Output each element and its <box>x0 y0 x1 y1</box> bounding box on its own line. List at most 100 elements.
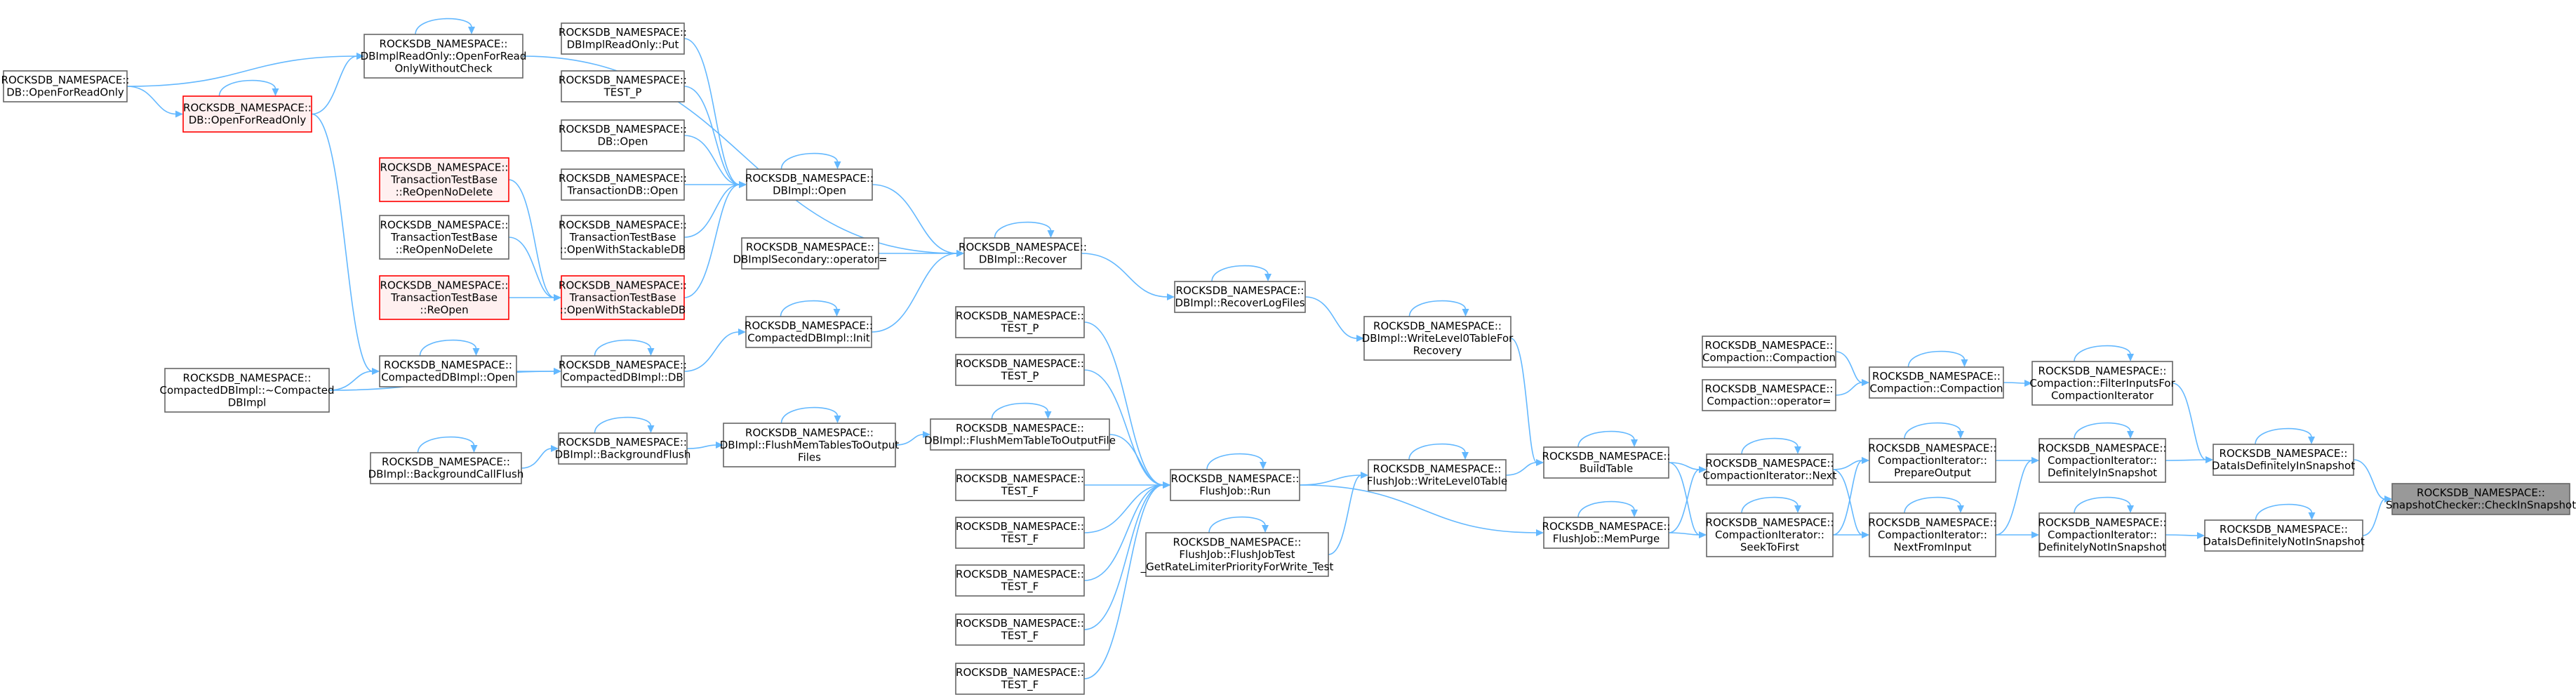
graph-node-n10[interactable]: ROCKSDB_NAMESPACE::DBImplReadOnly::Put <box>559 22 687 55</box>
graph-node-n37[interactable]: ROCKSDB_NAMESPACE::FlushJob::MemPurge <box>1542 517 1671 549</box>
edge-n32-n28 <box>1083 484 1164 581</box>
graph-node-n25[interactable]: ROCKSDB_NAMESPACE::DBImpl::FlushMemTable… <box>924 418 1116 451</box>
graph-node-n17[interactable]: ROCKSDB_NAMESPACE::DBImpl::BackgroundFlu… <box>555 432 691 465</box>
edge-n37-n32 <box>1299 484 1537 533</box>
self-loop-n17 <box>594 416 652 434</box>
graph-node-n43[interactable]: ROCKSDB_NAMESPACE::CompactionIterator::P… <box>1869 438 1997 483</box>
graph-node-n50[interactable]: ROCKSDB_NAMESPACE::SnapshotChecker::Chec… <box>2386 483 2576 515</box>
graph-node-n45[interactable]: ROCKSDB_NAMESPACE::Compaction::FilterInp… <box>2029 361 2175 406</box>
edge-n21-n17 <box>686 444 717 449</box>
graph-node-n34[interactable]: ROCKSDB_NAMESPACE::DBImpl::WriteLevel0Ta… <box>1362 316 1514 361</box>
graph-node-n5[interactable]: ROCKSDB_NAMESPACE::CompactedDBImpl::Open <box>379 355 517 387</box>
node-label-line: ROCKSDB_NAMESPACE:: <box>956 310 1084 323</box>
node-label-line: CompactedDBImpl::DB <box>562 371 683 384</box>
graph-node-n24[interactable]: ROCKSDB_NAMESPACE::TEST_P <box>955 354 1085 386</box>
graph-node-n39[interactable]: ROCKSDB_NAMESPACE::Compaction::operator= <box>1702 379 1836 411</box>
graph-node-n16[interactable]: ROCKSDB_NAMESPACE::CompactedDBImpl::DB <box>559 355 687 387</box>
edge-arrowhead-n44-n41 <box>1862 531 1869 538</box>
self-loop-n31 <box>1211 265 1269 282</box>
graph-node-n8[interactable]: ROCKSDB_NAMESPACE::TransactionTestBase::… <box>379 215 509 260</box>
graph-node-n44[interactable]: ROCKSDB_NAMESPACE::CompactionIterator::N… <box>1869 512 1997 557</box>
graph-node-n42[interactable]: ROCKSDB_NAMESPACE::Compaction::Compactio… <box>1869 366 2004 399</box>
graph-node-n38[interactable]: ROCKSDB_NAMESPACE::Compaction::Compactio… <box>1702 336 1836 368</box>
graph-node-n26[interactable]: ROCKSDB_NAMESPACE::TEST_F <box>955 469 1085 501</box>
graph-node-n48[interactable]: ROCKSDB_NAMESPACE::DataIsDefinitelyInSna… <box>2212 444 2355 476</box>
graph-node-n20[interactable]: ROCKSDB_NAMESPACE::CompactedDBImpl::Init <box>745 316 873 348</box>
graph-node-n32[interactable]: ROCKSDB_NAMESPACE::FlushJob::Run <box>1170 469 1300 501</box>
graph-node-n21[interactable]: ROCKSDB_NAMESPACE::DBImpl::FlushMemTable… <box>720 423 900 467</box>
node-label-line: TEST_P <box>1001 322 1039 336</box>
node-label-line: DataIsDefinitelyInSnapshot <box>2212 460 2355 472</box>
graph-node-n15[interactable]: ROCKSDB_NAMESPACE::TransactionTestBase::… <box>559 275 687 320</box>
edge-n18-n11 <box>683 86 740 185</box>
graph-node-n29[interactable]: ROCKSDB_NAMESPACE::TEST_F <box>955 613 1085 646</box>
node-label-line: Files <box>798 451 821 463</box>
node-label-line: ROCKSDB_NAMESPACE:: <box>956 666 1084 679</box>
self-loop-n36 <box>1577 430 1635 448</box>
node-label-line: ROCKSDB_NAMESPACE:: <box>959 241 1087 254</box>
edge-n18-n12 <box>683 135 740 185</box>
edge-n32-n27 <box>1083 484 1164 533</box>
edge-n35-n33 <box>1328 474 1362 555</box>
graph-node-n11[interactable]: ROCKSDB_NAMESPACE::TEST_P <box>559 70 687 102</box>
graph-node-n12[interactable]: ROCKSDB_NAMESPACE::DB::Open <box>559 119 687 152</box>
graph-node-n49[interactable]: ROCKSDB_NAMESPACE::DataIsDefinitelyNotIn… <box>2203 519 2365 552</box>
self-loop-n47 <box>2074 496 2131 514</box>
graph-node-n22[interactable]: ROCKSDB_NAMESPACE::DBImpl::Recover <box>959 237 1087 270</box>
node-box <box>963 237 1082 270</box>
node-box <box>1170 469 1300 501</box>
graph-node-n9[interactable]: ROCKSDB_NAMESPACE::TransactionTestBase::… <box>379 275 509 320</box>
graph-node-n30[interactable]: ROCKSDB_NAMESPACE::TEST_F <box>955 663 1085 695</box>
graph-node-n40[interactable]: ROCKSDB_NAMESPACE::CompactionIterator::N… <box>1703 453 1837 486</box>
node-label-line: FlushJob::Run <box>1199 485 1271 498</box>
graph-node-n33[interactable]: ROCKSDB_NAMESPACE::FlushJob::FlushJobTes… <box>1140 532 1334 577</box>
node-label-line: ROCKSDB_NAMESPACE:: <box>1869 516 1997 529</box>
self-loop-arrowhead-n35 <box>1462 452 1469 460</box>
node-label-line: ROCKSDB_NAMESPACE:: <box>559 26 687 39</box>
graph-node-n23[interactable]: ROCKSDB_NAMESPACE::TEST_P <box>955 306 1085 338</box>
edge-n18-n10 <box>683 38 740 185</box>
node-box <box>379 275 509 320</box>
self-loop-arrowhead-n5 <box>472 348 480 356</box>
graph-node-n18[interactable]: ROCKSDB_NAMESPACE::DBImpl::Open <box>745 168 874 201</box>
graph-node-n2[interactable]: ROCKSDB_NAMESPACE::DB::OpenForReadOnly <box>182 95 312 133</box>
graph-node-n36[interactable]: ROCKSDB_NAMESPACE::BuildTable <box>1542 446 1671 479</box>
graph-node-n13[interactable]: ROCKSDB_NAMESPACE::TransactionDB::Open <box>559 168 687 201</box>
node-box <box>955 517 1085 549</box>
graph-node-n4[interactable]: ROCKSDB_NAMESPACE::CompactedDBImpl::~Com… <box>160 368 335 413</box>
node-label-line: ROCKSDB_NAMESPACE:: <box>956 422 1084 435</box>
self-loop-arrowhead-n42 <box>1961 359 1968 367</box>
node-label-line: ROCKSDB_NAMESPACE:: <box>559 172 687 185</box>
graph-node-n6[interactable]: ROCKSDB_NAMESPACE::DBImpl::BackgroundCal… <box>368 452 524 484</box>
node-label-line: ROCKSDB_NAMESPACE:: <box>2038 364 2167 378</box>
graph-node-n1[interactable]: ROCKSDB_NAMESPACE::DB::OpenForReadOnly <box>1 70 130 102</box>
edge-arrowhead-n20-n16 <box>738 328 746 336</box>
self-loop-n33 <box>1208 516 1266 533</box>
graph-node-n7[interactable]: ROCKSDB_NAMESPACE::TransactionTestBase::… <box>379 157 509 202</box>
node-label-line: ROCKSDB_NAMESPACE:: <box>559 436 687 449</box>
graph-node-n41[interactable]: ROCKSDB_NAMESPACE::CompactionIterator::S… <box>1706 512 1834 557</box>
edge-layer <box>126 38 2392 679</box>
node-label-line: ROCKSDB_NAMESPACE:: <box>2417 486 2545 500</box>
graph-node-n46[interactable]: ROCKSDB_NAMESPACE::CompactionIterator::D… <box>2038 438 2167 483</box>
edge-n35-n32 <box>1299 474 1362 486</box>
graph-node-n31[interactable]: ROCKSDB_NAMESPACE::DBImpl::RecoverLogFil… <box>1174 281 1306 313</box>
graph-node-n47[interactable]: ROCKSDB_NAMESPACE::CompactionIterator::D… <box>2038 512 2167 557</box>
node-box <box>1869 512 1996 557</box>
graph-node-n3[interactable]: ROCKSDB_NAMESPACE::DBImplReadOnly::OpenF… <box>361 34 527 79</box>
node-label-line: _GetRateLimiterPriorityForWrite_Test <box>1140 560 1334 573</box>
edge-arrowhead-n48-n45 <box>2205 456 2213 463</box>
node-label-line: ROCKSDB_NAMESPACE:: <box>2220 523 2348 536</box>
self-loop-n5 <box>419 339 477 357</box>
node-label-line: ROCKSDB_NAMESPACE:: <box>559 74 687 87</box>
node-label-line: TEST_P <box>603 86 642 100</box>
node-label-line: ::ReOpenNoDelete <box>396 243 493 255</box>
graph-node-n28[interactable]: ROCKSDB_NAMESPACE::TEST_F <box>955 564 1085 597</box>
graph-node-n14[interactable]: ROCKSDB_NAMESPACE::TransactionTestBase::… <box>559 215 687 260</box>
self-loop-n45 <box>2074 345 2131 362</box>
node-label-line: ROCKSDB_NAMESPACE:: <box>559 218 687 232</box>
graph-node-n35[interactable]: ROCKSDB_NAMESPACE::FlushJob::WriteLevel0… <box>1367 459 1507 491</box>
edge-n3-n2 <box>311 55 358 115</box>
graph-node-n19[interactable]: ROCKSDB_NAMESPACE::DBImplSecondary::oper… <box>733 237 888 270</box>
graph-node-n27[interactable]: ROCKSDB_NAMESPACE::TEST_F <box>955 517 1085 549</box>
